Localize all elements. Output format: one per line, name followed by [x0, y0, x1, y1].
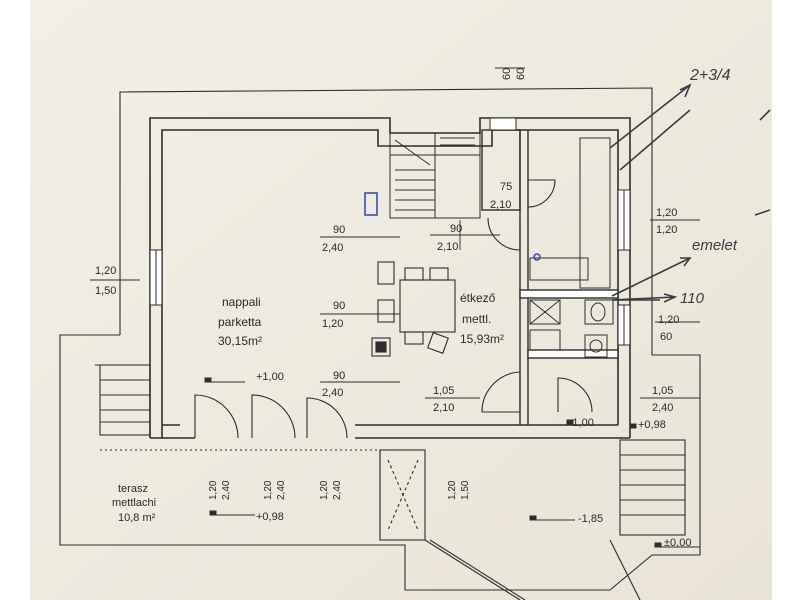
right-dark-margin — [772, 0, 800, 600]
level-living: +1,00 — [256, 371, 284, 383]
staircase — [364, 132, 481, 219]
terrace-opening-3-w: 1,20 — [319, 480, 330, 500]
opening-passage-h: 1,20 — [322, 318, 343, 330]
opening-passage-w: 90 — [333, 300, 345, 312]
dining-table — [371, 261, 456, 357]
level-lower: -1,85 — [578, 513, 603, 525]
opening-front-door-h: 2,40 — [652, 402, 673, 414]
opening-front-door-w: 1,05 — [652, 385, 673, 397]
dining-room-area: 15,93m² — [460, 332, 504, 346]
living-room-floor: parketta — [218, 315, 262, 329]
opening-kitchen-window-h: 1,20 — [656, 224, 677, 236]
plinth-outline — [59, 87, 701, 591]
opening-small-window-h: 60 — [660, 331, 672, 343]
opening-terrace-door-w: 90 — [333, 370, 345, 382]
terrace-opening-3-h: 2,40 — [332, 480, 343, 500]
level-kitchen: +1,00 — [566, 417, 594, 429]
terrace-opening-1-h: 2,40 — [221, 480, 232, 500]
terrace-opening-1-w: 1,20 — [208, 480, 219, 500]
dimension-lines — [90, 67, 700, 399]
porch-opening-w: 1,20 — [447, 480, 458, 500]
opening-entry-door-w: 1,05 — [433, 385, 454, 397]
opening-small-window-w: 1,20 — [658, 314, 679, 326]
floor-plan — [59, 67, 771, 600]
handwritten-strokes — [609, 83, 771, 303]
living-room-name: nappali — [222, 295, 261, 309]
level-markers — [204, 377, 700, 548]
handwritten-top-note: 2+3/4 — [689, 67, 731, 84]
kitchen-counter — [529, 137, 614, 358]
level-hall: +0,98 — [638, 419, 666, 431]
opening-stair-door-w: 90 — [450, 223, 462, 235]
level-terrace: +0,98 — [256, 511, 284, 523]
porch-opening-h: 1,50 — [460, 480, 471, 500]
opening-terrace-door-h: 2,40 — [322, 387, 343, 399]
terrace-name: terasz — [118, 483, 148, 495]
interior-walls — [481, 129, 619, 425]
opening-hall-h: 2,40 — [322, 242, 343, 254]
handwritten-emelet-note: emelet — [692, 237, 738, 254]
terrace — [95, 364, 526, 600]
opening-top-vent-w: 60 — [501, 68, 513, 80]
terrace-area: 10,8 m² — [118, 512, 156, 524]
terrace-opening-2-w: 1,20 — [263, 480, 274, 500]
dining-room-floor: mettl. — [462, 312, 491, 326]
terrace-floor: mettlachi — [112, 497, 156, 509]
door-swings — [194, 179, 593, 439]
living-room-area: 30,15m² — [218, 334, 262, 348]
opening-entry-door-h: 2,10 — [433, 402, 454, 414]
handwritten-arrow-note: 110 — [680, 290, 705, 307]
opening-stair-door-h: 2,10 — [437, 241, 458, 253]
level-ground: ±0,00 — [664, 537, 691, 549]
left-dark-margin — [0, 0, 30, 600]
windows — [149, 117, 631, 346]
plan-labels: nappali parketta 30,15m² étkező mettl. 1… — [95, 67, 738, 549]
opening-living-window-h: 1,50 — [95, 285, 116, 297]
opening-pantry-door-w: 75 — [500, 181, 512, 193]
opening-kitchen-window-w: 1,20 — [656, 207, 677, 219]
opening-hall-w: 90 — [333, 224, 345, 236]
dining-room-name: étkező — [460, 291, 496, 305]
opening-top-vent-h: 60 — [515, 68, 527, 80]
entrance-steps — [609, 439, 686, 600]
opening-living-window-w: 1,20 — [95, 265, 116, 277]
opening-pantry-door-h: 2,10 — [490, 199, 511, 211]
terrace-opening-2-h: 2,40 — [276, 480, 287, 500]
